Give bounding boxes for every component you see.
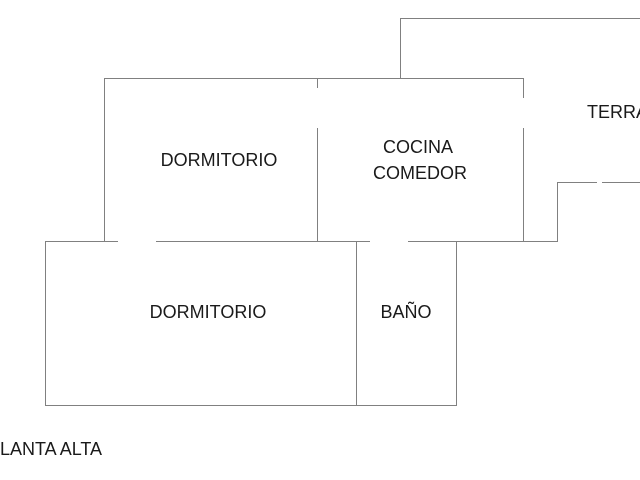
room-labels: DORMITORIO COCINA COMEDOR TERRAZA DORMIT…	[0, 102, 640, 459]
room-label-terrace: TERRAZA	[587, 102, 640, 122]
walls	[45, 18, 640, 406]
room-label-bedroom-bottom: DORMITORIO	[150, 302, 267, 322]
room-label-bathroom: BAÑO	[380, 301, 431, 322]
floor-label: PLANTA ALTA	[0, 439, 102, 459]
room-label-bedroom-top: DORMITORIO	[161, 150, 278, 170]
room-label-kitchen-line1: COCINA	[383, 137, 453, 157]
room-label-kitchen-line2: COMEDOR	[373, 163, 467, 183]
